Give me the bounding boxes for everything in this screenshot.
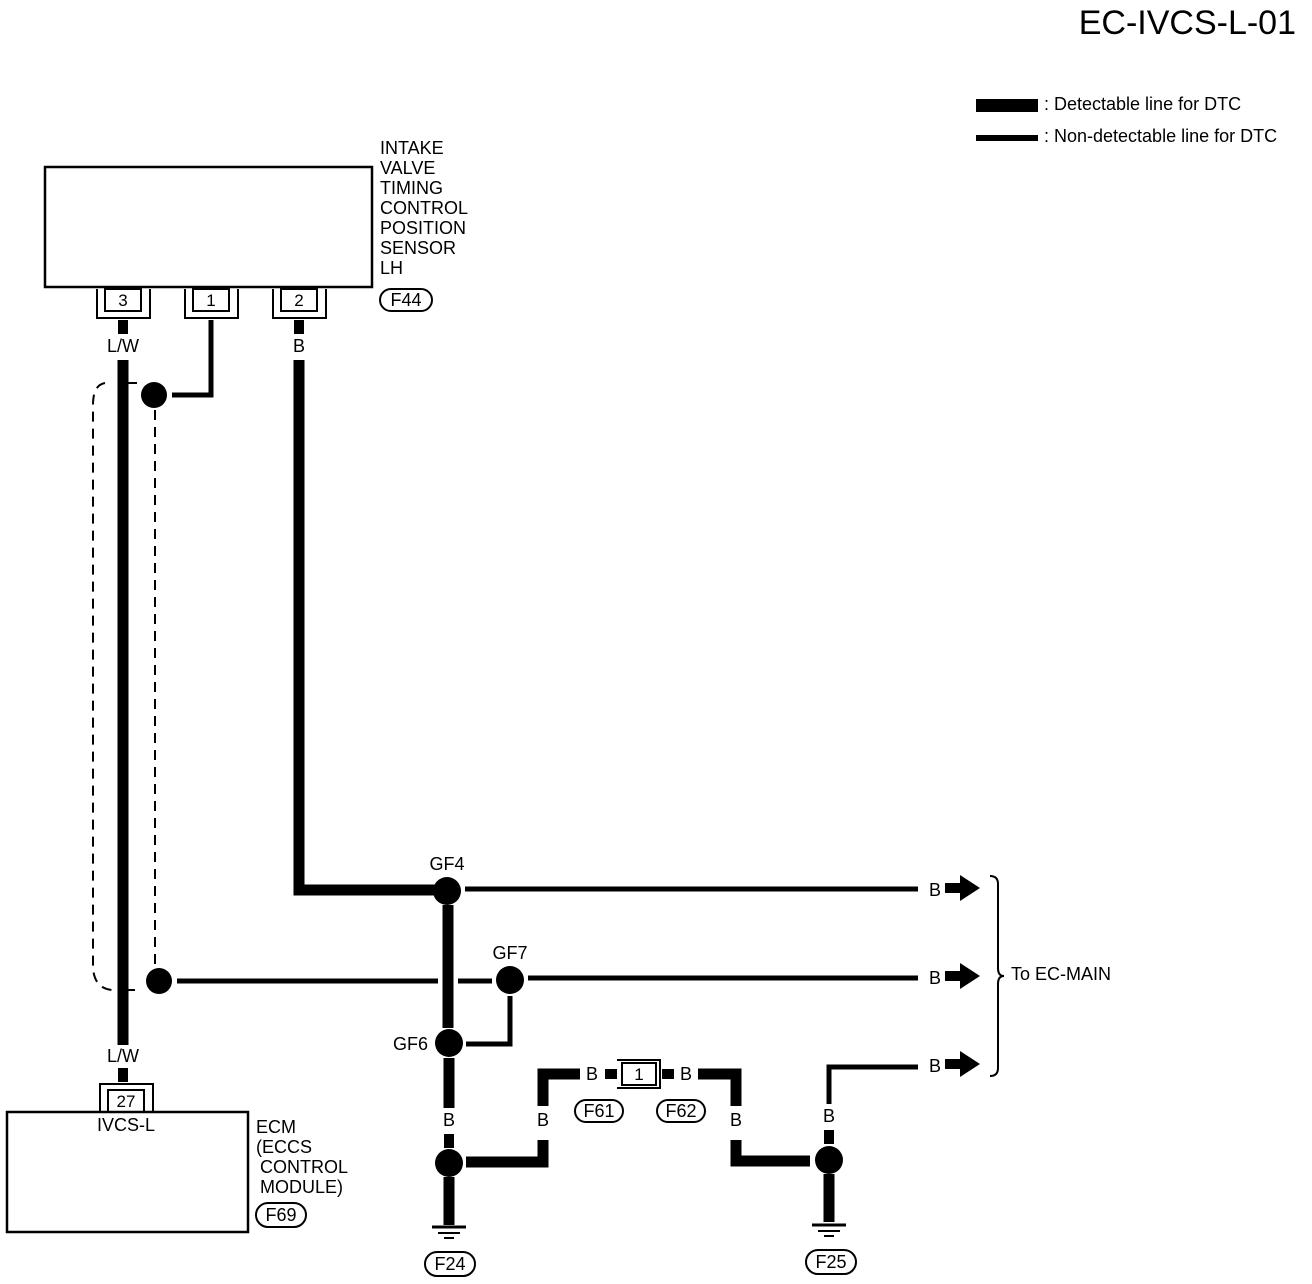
svg-text:3: 3 xyxy=(118,291,127,310)
arrow-ec-main-1-icon xyxy=(945,875,980,901)
svg-text:B: B xyxy=(293,336,305,356)
connector-f44-label: F44 xyxy=(390,290,421,310)
sensor-name: INTAKE VALVE TIMING CONTROL POSITION SEN… xyxy=(380,138,472,278)
connector-f44-oval xyxy=(379,288,433,312)
junction-gf7 xyxy=(496,966,524,994)
ground-wire-sensor: B xyxy=(293,320,447,896)
diagram-id: EC-IVCS-L-01 xyxy=(1079,4,1296,42)
shield-wire xyxy=(92,320,214,994)
svg-text:2: 2 xyxy=(294,291,303,310)
junction-gf6-label: GF6 xyxy=(393,1034,428,1054)
brace-icon xyxy=(989,875,1005,1077)
ecm-name: ECM (ECCS CONTROL MODULE) xyxy=(256,1117,352,1197)
arrow-ec-main-3-icon xyxy=(945,1051,980,1077)
gf6-junction: GF6 B xyxy=(393,1029,463,1148)
connector-f24-label: F24 xyxy=(434,1254,465,1274)
inline-connector-pin: 1 xyxy=(634,1065,643,1084)
ground-node-f24 xyxy=(435,1149,463,1177)
wire-color-lw-top: L/W xyxy=(107,336,139,356)
svg-text:B: B xyxy=(929,968,941,988)
connector-f62-label: F62 xyxy=(665,1101,696,1121)
shield-node-bottom xyxy=(146,968,172,994)
ecm-body xyxy=(5,1110,250,1234)
wire-color-lw-bottom: L/W xyxy=(107,1046,139,1066)
legend-thin-line xyxy=(976,135,1038,141)
sensor-pin-2: 2 xyxy=(272,288,327,319)
ground-f24: F24 xyxy=(424,1149,476,1277)
junction-gf6 xyxy=(435,1029,463,1057)
legend: : Detectable line for DTC : Non-detectab… xyxy=(976,94,1277,146)
svg-text:B: B xyxy=(929,1056,941,1076)
junction-gf7-label: GF7 xyxy=(492,943,527,963)
gf4-branch: GF4 B xyxy=(429,854,980,905)
svg-text:B: B xyxy=(537,1110,549,1130)
svg-text:27: 27 xyxy=(117,1092,136,1111)
to-ec-main-label: To EC-MAIN xyxy=(1011,964,1111,984)
ecm-pin-label: IVCS-L xyxy=(97,1115,155,1135)
arrow-ec-main-2-icon xyxy=(945,963,980,989)
connector-f61-label: F61 xyxy=(583,1101,614,1121)
svg-text:B: B xyxy=(929,880,941,900)
ground-f25: F25 B B xyxy=(805,1051,980,1275)
connector-f69-label: F69 xyxy=(265,1205,296,1225)
ground-node-f25 xyxy=(815,1146,843,1174)
svg-text:B: B xyxy=(730,1110,742,1130)
svg-text:B: B xyxy=(680,1064,692,1084)
sensor-pin-3: 3 xyxy=(96,288,151,319)
gf7-branch: GF7 B xyxy=(177,943,980,1047)
svg-text:1: 1 xyxy=(206,291,215,310)
sensor-pin-1: 1 xyxy=(184,288,239,319)
shield-node-top xyxy=(141,382,167,408)
ecm-module: 27 IVCS-L ECM (ECCS CONTROL MODULE) F69 xyxy=(5,1083,352,1234)
to-ec-main: To EC-MAIN xyxy=(989,875,1111,1077)
legend-non-detectable-text: : Non-detectable line for DTC xyxy=(1044,126,1277,146)
junction-gf4 xyxy=(433,877,461,905)
svg-text:B: B xyxy=(823,1106,835,1126)
svg-text:B: B xyxy=(443,1110,455,1130)
sensor-body xyxy=(43,165,374,289)
svg-text:B: B xyxy=(586,1064,598,1084)
junction-gf4-label: GF4 xyxy=(429,854,464,874)
ivt-position-sensor: INTAKE VALVE TIMING CONTROL POSITION SEN… xyxy=(43,138,472,319)
legend-thick-line xyxy=(976,99,1038,112)
signal-wire-lw: L/W L/W xyxy=(107,320,139,1082)
legend-detectable-text: : Detectable line for DTC xyxy=(1044,94,1241,114)
connector-f25-label: F25 xyxy=(815,1252,846,1272)
ground-link-f61: B B 1 B B F61 F62 xyxy=(466,1059,810,1168)
